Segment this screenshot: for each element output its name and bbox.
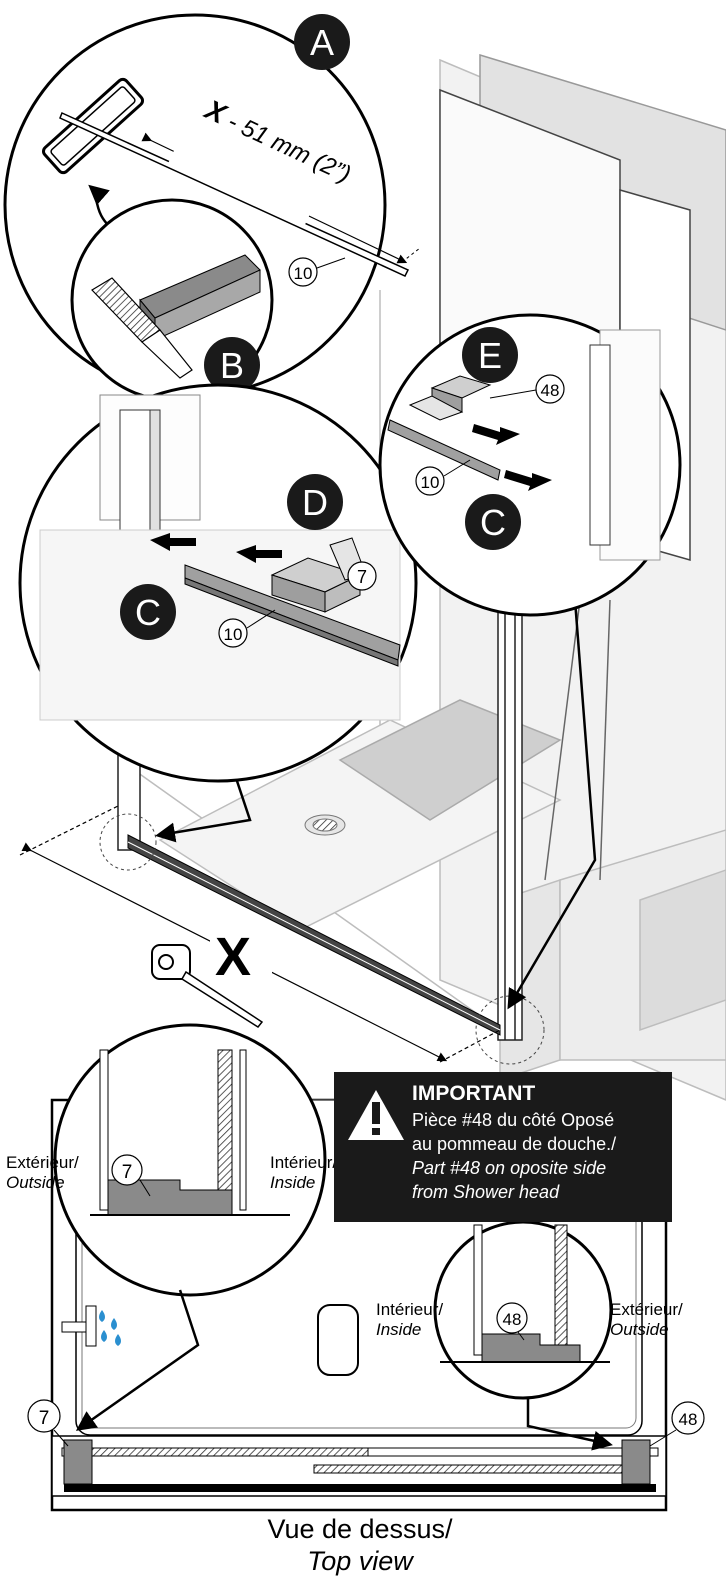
callout-ec: 48 10: [378, 313, 682, 617]
step-badge-d-bg: [287, 474, 343, 530]
step-badge-b: B: [220, 345, 244, 386]
part-number-48-ec: 48: [541, 381, 560, 400]
step-badge-d: D: [302, 482, 328, 523]
important-notice: IMPORTANT Pièce #48 du côté Oposé au pom…: [334, 1072, 672, 1222]
arrow-right-1: [472, 424, 520, 445]
caption-en: Top view: [307, 1546, 414, 1576]
arrow-right-2: [504, 470, 552, 491]
part-number-7-detail: 7: [122, 1162, 133, 1183]
important-en-line1: Part #48 on oposite side: [412, 1158, 606, 1178]
callout-cd: 7 10: [18, 383, 418, 783]
important-fr-line2: au pommeau de douche./: [412, 1134, 616, 1154]
file-tool-icon: [91, 277, 193, 379]
leader-right-detail: [526, 1398, 613, 1451]
detail-right-top-view: 48: [433, 1220, 613, 1400]
step-badge-a: A: [310, 22, 334, 63]
step-badge-b-bg: [204, 337, 260, 393]
part-number-10-a: 10: [294, 264, 313, 283]
tape-measure-icon: [151, 944, 264, 1028]
step-badge-c-left-bg: [120, 584, 176, 640]
part-number-48-detail: 48: [503, 1310, 522, 1329]
step-badge-e: E: [478, 335, 502, 376]
step-badge-c-right-bg: [465, 494, 521, 550]
drain-top-view: [317, 1304, 359, 1376]
part-number-7-bottom: 7: [39, 1408, 50, 1429]
label-interior-right: Intérieur/ Inside: [376, 1300, 448, 1339]
step-badge-c-left: C: [135, 592, 161, 633]
step-badge-e-bg: [462, 327, 518, 383]
measurement-x-label: X: [215, 927, 251, 987]
block-part-48: [408, 375, 492, 421]
label-exterior-right: Extérieur/ Outside: [610, 1300, 687, 1339]
block-part-7: [270, 537, 367, 613]
part-number-7-cd: 7: [357, 567, 367, 587]
part-number-10-cd: 10: [224, 625, 243, 644]
important-en-line2: from Shower head: [412, 1182, 560, 1202]
detail-left-top-view: 7: [53, 1023, 327, 1297]
important-fr-line1: Pièce #48 du côté Oposé: [412, 1110, 614, 1130]
arrow-left-1: [150, 533, 196, 551]
important-title: IMPORTANT: [412, 1082, 535, 1105]
step-badge-c-right: C: [480, 502, 506, 543]
part-number-48-bottom: 48: [679, 1410, 698, 1429]
leader-left-detail: [75, 1289, 200, 1431]
label-interior-left: Intérieur/ Inside: [270, 1153, 342, 1192]
part-number-10-ec: 10: [421, 473, 440, 492]
detail-marker-right: [475, 995, 545, 1065]
arrow-left-2: [236, 545, 282, 563]
step-badge-a-bg: [294, 14, 350, 70]
drain-icon: [304, 814, 346, 836]
caption-fr: Vue de dessus/: [267, 1514, 453, 1544]
shower-head-icon: [61, 1305, 121, 1347]
label-exterior-left: Extérieur/ Outside: [6, 1153, 83, 1192]
